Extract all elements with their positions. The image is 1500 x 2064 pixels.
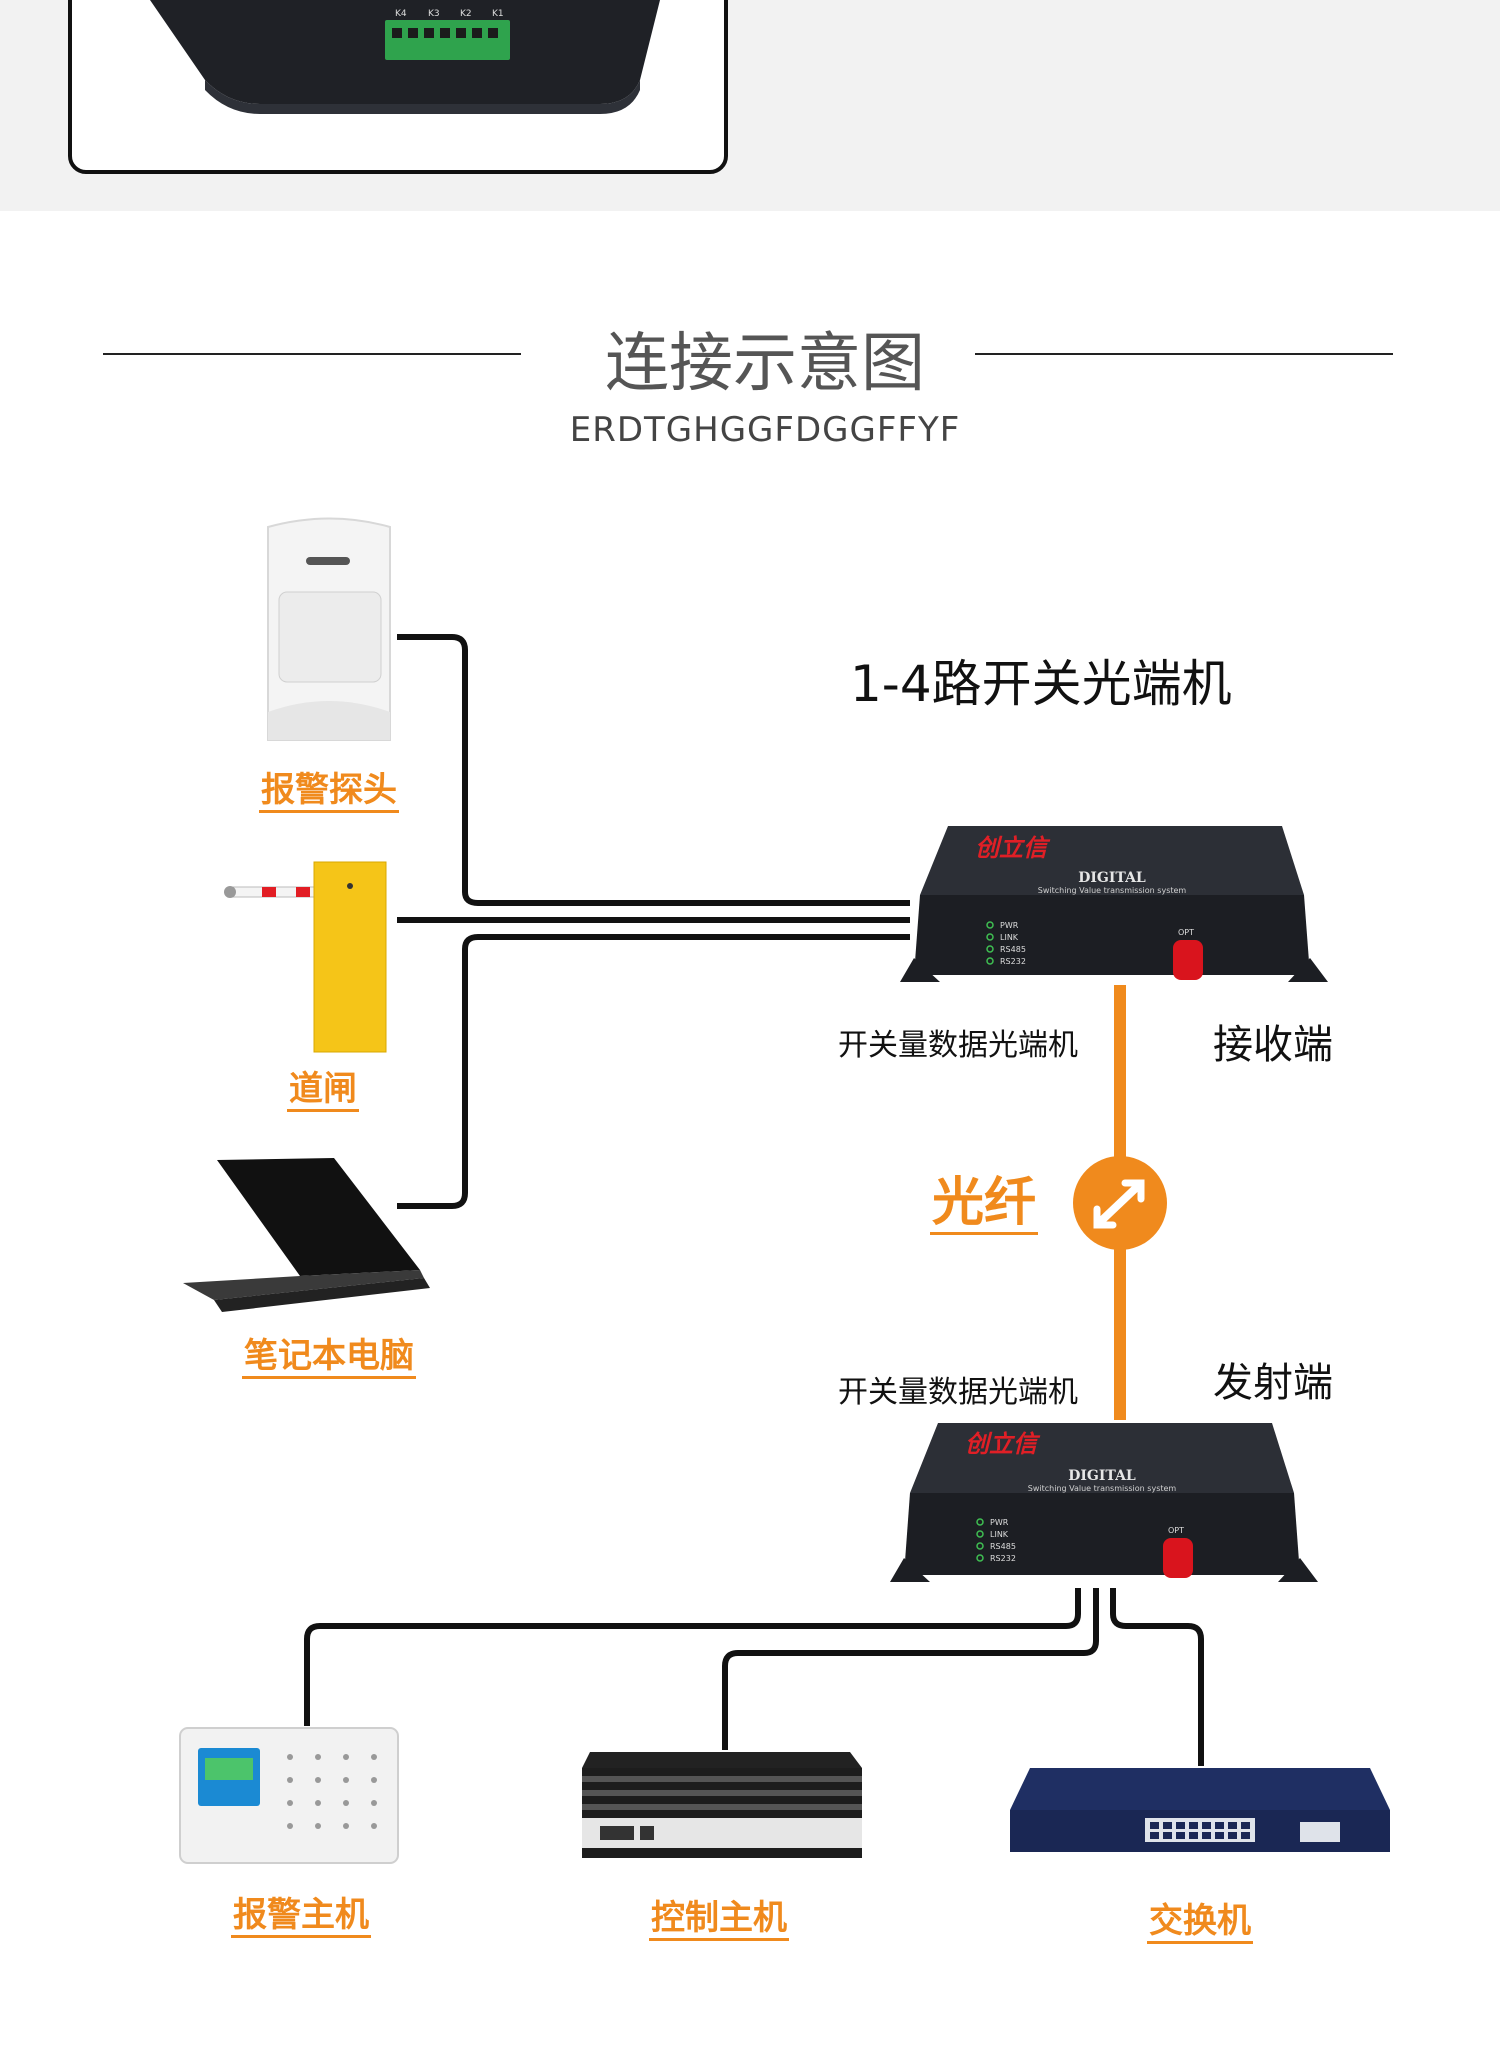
svg-text:RS485: RS485 [990, 1542, 1016, 1551]
receiver-device-icon: 创立信 DIGITAL Switching Value transmission… [900, 826, 1328, 982]
system-title: 1-4路开关光端机 [850, 655, 1232, 713]
svg-text:PWR: PWR [990, 1518, 1009, 1527]
control-host-label: 控制主机 [649, 1898, 789, 1941]
motion-detector-label: 报警探头 [259, 770, 399, 813]
terminal-label-k3: K3 [428, 9, 440, 19]
switch-icon [1010, 1768, 1390, 1852]
motion-detector-icon [267, 517, 391, 741]
input-cables [397, 634, 910, 1209]
fiber-label: 光纤 [930, 1173, 1039, 1235]
alarm-panel-icon [179, 1727, 399, 1864]
alarm-panel-label: 报警主机 [231, 1895, 371, 1938]
section-subtitle: ERDTGHGGFDGGFFYF [569, 410, 961, 450]
switch-label: 交换机 [1147, 1901, 1253, 1944]
svg-text:LINK: LINK [1000, 933, 1019, 942]
section-title: 连接示意图 [605, 327, 925, 401]
svg-text:OPT: OPT [1168, 1526, 1184, 1535]
receiver-device-label: 开关量数据光端机 [838, 1028, 1078, 1063]
transmitter-role-label: 发射端 [1213, 1360, 1333, 1406]
barrier-gate-label: 道闸 [287, 1069, 359, 1112]
receiver-model-sub: Switching Value transmission system [1038, 886, 1187, 895]
svg-text:LINK: LINK [990, 1530, 1009, 1539]
svg-text:OPT: OPT [1178, 928, 1194, 937]
laptop-icon [183, 1158, 430, 1312]
transmitter-model-sub: Switching Value transmission system [1028, 1484, 1177, 1493]
terminal-label-k1: K1 [492, 9, 504, 19]
control-host-icon [582, 1752, 862, 1858]
title-rule-right [975, 353, 1393, 355]
top-product-graphic: K4 K3 K2 K1 [150, 0, 660, 114]
output-cables [304, 1588, 1204, 1766]
receiver-model: DIGITAL [1078, 870, 1146, 886]
svg-text:PWR: PWR [1000, 921, 1019, 930]
terminal-label-k2: K2 [460, 9, 472, 19]
receiver-brand: 创立信 [975, 834, 1051, 862]
laptop-label: 笔记本电脑 [242, 1336, 416, 1379]
svg-text:RS232: RS232 [990, 1554, 1016, 1563]
title-rule-left [103, 353, 521, 355]
barrier-gate-icon [224, 861, 387, 1053]
transmitter-device-icon: 创立信 DIGITAL Switching Value transmission… [890, 1423, 1318, 1582]
svg-text:RS232: RS232 [1000, 957, 1026, 966]
svg-text:RS485: RS485 [1000, 945, 1026, 954]
terminal-label-k4: K4 [395, 9, 407, 19]
receiver-role-label: 接收端 [1213, 1022, 1333, 1068]
transmitter-brand: 创立信 [965, 1430, 1041, 1458]
transmitter-model: DIGITAL [1068, 1468, 1136, 1484]
fiber-exchange-icon [1073, 1156, 1167, 1250]
transmitter-device-label: 开关量数据光端机 [838, 1375, 1078, 1410]
